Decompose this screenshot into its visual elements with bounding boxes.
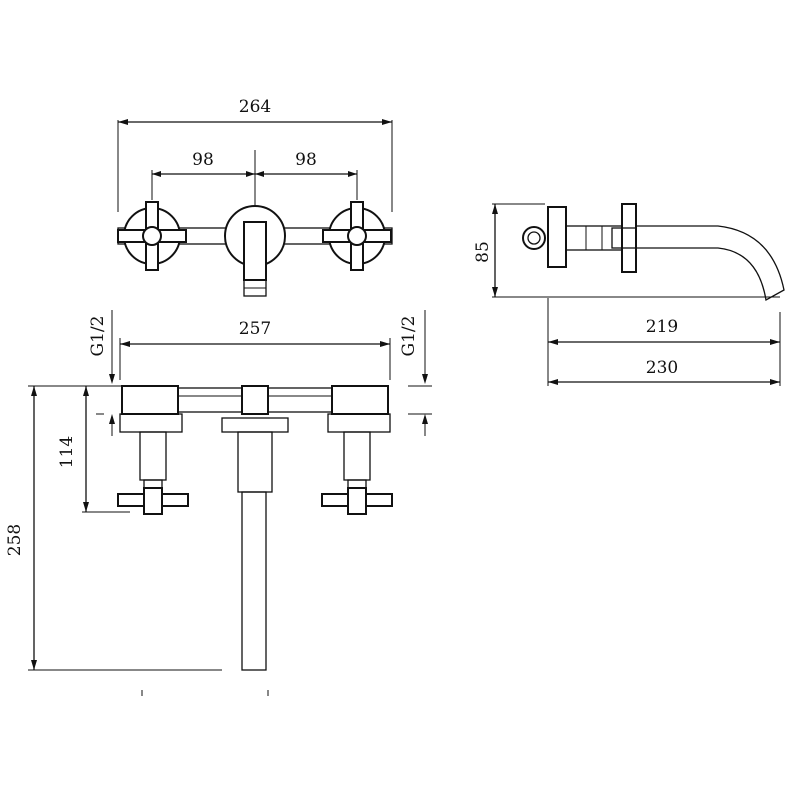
dim-114-label: 114 [57, 436, 77, 468]
dim-98-left-label: 98 [192, 150, 214, 170]
dim-264-label: 264 [239, 97, 271, 117]
dim-98-right-label: 98 [295, 150, 317, 170]
dim-258-label: 258 [5, 524, 25, 556]
dim-219-label: 219 [646, 317, 678, 337]
thread-left-label: G1/2 [88, 316, 108, 357]
dim-85-label: 85 [473, 241, 493, 263]
thread-right-label: G1/2 [399, 316, 419, 357]
bottom-view: 257 G1/2 G1/2 114 258 [5, 310, 432, 696]
side-view: 85 219 230 [473, 203, 785, 386]
dim-230-label: 230 [646, 358, 678, 378]
dim-257-label: 257 [239, 319, 271, 339]
front-view: 264 98 98 [117, 97, 393, 297]
